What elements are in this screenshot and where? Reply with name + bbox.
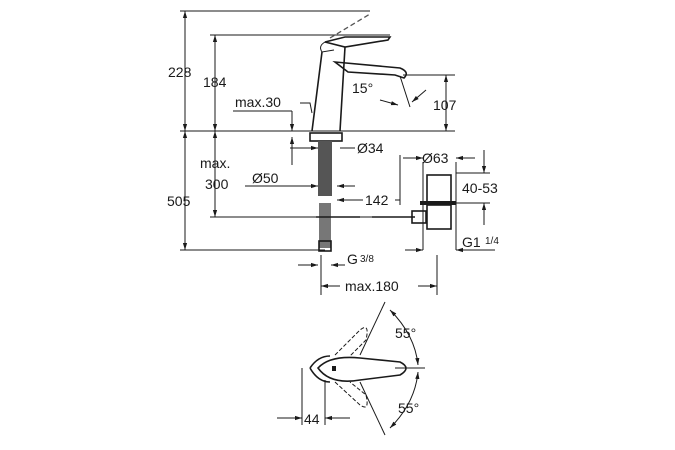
dim-107: 107 bbox=[433, 97, 457, 113]
dim-g1-main: G1 bbox=[462, 234, 481, 250]
dim-228: 228 bbox=[168, 64, 192, 80]
vertical-dimension-lines bbox=[182, 11, 449, 250]
faucet-top-view bbox=[277, 301, 425, 436]
supply-hose bbox=[318, 141, 332, 196]
faucet-side-view bbox=[300, 13, 427, 252]
drain-valve bbox=[403, 150, 495, 253]
extension-lines bbox=[180, 10, 455, 251]
dim-max-label: max. bbox=[200, 155, 230, 171]
dim-44: 44 bbox=[304, 411, 320, 427]
dim-g1-fraction: 1/4 bbox=[485, 236, 499, 247]
dim-184: 184 bbox=[203, 74, 227, 90]
horizontal-dimension-lines bbox=[245, 145, 438, 295]
dim-diameter-34: Ø34 bbox=[357, 140, 384, 156]
dim-g-fraction: 3/8 bbox=[360, 254, 374, 265]
dim-505: 505 bbox=[167, 193, 191, 209]
dim-15-degrees: 15° bbox=[352, 80, 373, 96]
dim-40-53: 40-53 bbox=[462, 180, 498, 196]
dim-142: 142 bbox=[365, 192, 389, 208]
dim-300: 300 bbox=[205, 176, 229, 192]
dim-max-30: max.30 bbox=[235, 94, 281, 110]
dim-55-bottom: 55° bbox=[398, 400, 419, 416]
dim-diameter-50: Ø50 bbox=[252, 170, 279, 186]
dim-max-180: max.180 bbox=[345, 278, 399, 294]
dim-diameter-63: Ø63 bbox=[422, 150, 449, 166]
dim-g-main: G bbox=[347, 251, 358, 267]
dim-55-top: 55° bbox=[395, 325, 416, 341]
